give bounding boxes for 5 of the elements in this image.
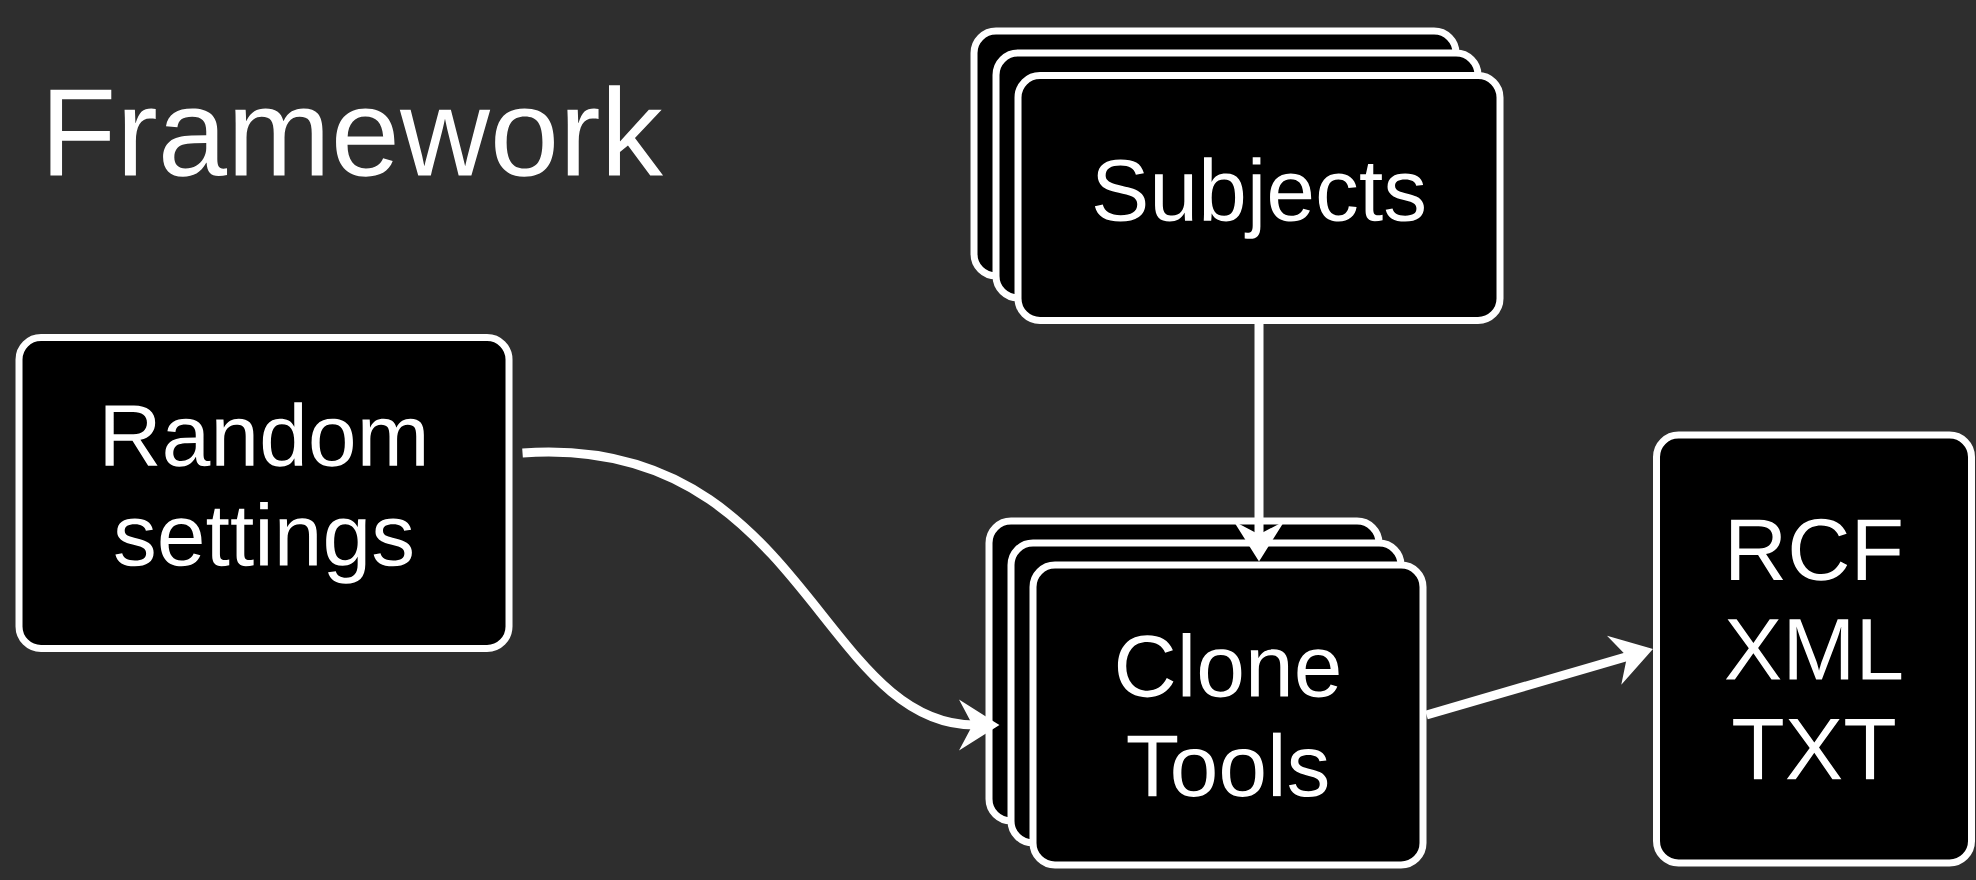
stacked-box: Subjects (970, 27, 1504, 324)
process-box: RCF XML TXT (1653, 431, 1975, 867)
process-box: Random settings (15, 334, 513, 652)
stacked-box: Clone Tools (985, 517, 1427, 869)
title: Framework (50, 85, 664, 177)
